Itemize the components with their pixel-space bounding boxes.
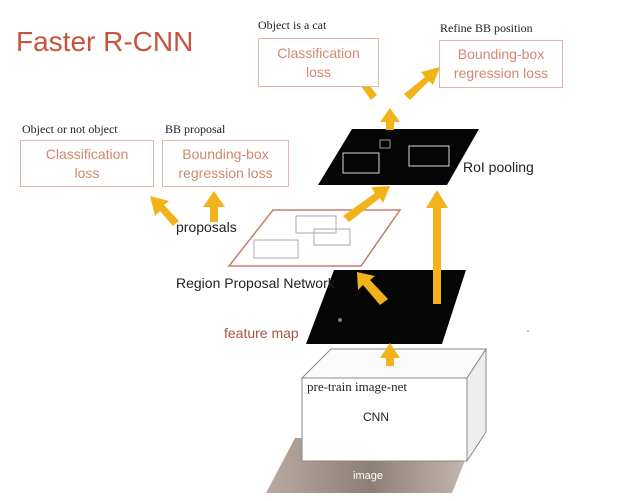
caption-object-is-a-cat: Object is a cat	[258, 18, 327, 32]
roi-pooling-plane	[318, 129, 479, 185]
feature-map-label: feature map	[224, 325, 299, 341]
arrow-proposals-to-roi	[343, 186, 390, 222]
feature-map-plane	[306, 270, 466, 344]
cnn-label: CNN	[363, 410, 389, 424]
proposals-label: proposals	[176, 219, 237, 235]
caption-bb-proposal: BB proposal	[165, 122, 226, 136]
roi-pooling-label: RoI pooling	[463, 159, 534, 175]
arrow-proposals-to-left-regression	[203, 191, 225, 222]
arrow-feature-map-to-roi	[426, 190, 448, 304]
caption-object-or-not-object: Object or not object	[22, 122, 118, 136]
cnn-cube	[300, 347, 487, 463]
arrow-cnn-to-feature-map	[380, 343, 400, 366]
caption-refine-bb-position: Refine BB position	[440, 21, 533, 35]
proposals-plane	[227, 209, 402, 267]
left-bounding-box-regression-loss-box: Bounding-box regression loss	[162, 140, 289, 187]
decorative-dot	[527, 330, 529, 332]
arrows	[150, 67, 448, 366]
left-classification-loss-box: Classification loss	[20, 140, 154, 187]
rpn-label: Region Proposal Network	[176, 275, 335, 291]
pretrain-label: pre-train image-net	[307, 379, 407, 394]
top-classification-loss-box: Classification loss	[258, 38, 379, 87]
page-title: Faster R-CNN	[16, 26, 194, 57]
arrow-roi-to-top-regression-diagonal	[404, 67, 440, 100]
arrow-feature-map-to-rpn	[357, 272, 388, 305]
arrow-proposals-to-left-classification	[150, 196, 179, 226]
top-bounding-box-regression-loss-box: Bounding-box regression loss	[439, 40, 563, 88]
feature-map-speck	[338, 318, 342, 322]
image-label: image	[353, 470, 383, 482]
arrow-roi-to-top-regression	[380, 108, 400, 130]
